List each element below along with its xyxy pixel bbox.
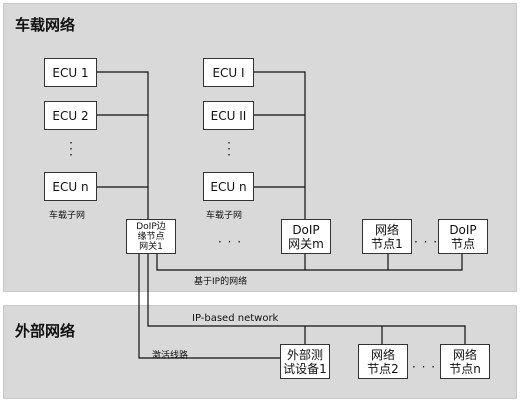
ecu-1-box: ECU 1 [44, 58, 97, 87]
link-ecu-I [254, 71, 306, 222]
vertical-ellipsis-left: ··· [69, 136, 73, 162]
subnet-label-right: 车载子网 [206, 211, 243, 221]
ecu-n-left-box: ECU n [44, 172, 97, 201]
external-test-device-1-box: 外部测 试设备1 [280, 344, 330, 379]
ip-based-network-label: IP-based network [192, 313, 279, 324]
doip-node-box: DoIP 节点 [438, 219, 488, 254]
network-node-2-box: 网络 节点2 [358, 344, 408, 379]
vehicle-network-panel [3, 3, 517, 292]
ip-network-bus [156, 254, 463, 271]
ellipsis-external: · · · [412, 360, 437, 374]
link-ecu-1 [97, 71, 149, 222]
network-node-n-box: 网络 节点n [440, 344, 490, 379]
external-network-panel [3, 305, 517, 399]
vehicle-network-title: 车载网络 [15, 16, 76, 34]
ecu-II-box: ECU II [203, 101, 254, 130]
ecu-n-right-box: ECU n [203, 172, 254, 201]
activation-line [138, 254, 285, 359]
ecu-I-box: ECU I [203, 58, 254, 87]
activation-line-label: 激活线路 [152, 351, 189, 361]
network-node-1-box: 网络 节点1 [362, 219, 412, 254]
doip-edge-node-gateway-box: DoIP边 缘节点 网关1 [126, 219, 176, 254]
vertical-ellipsis-right: ··· [227, 136, 231, 162]
ellipsis-vehicle-right: · · · [414, 235, 439, 249]
ellipsis-vehicle-left: · · · [218, 235, 243, 249]
ip-based-network-bus [147, 254, 466, 348]
external-network-title: 外部网络 [15, 322, 76, 340]
subnet-label-left: 车载子网 [49, 211, 86, 221]
doip-gateway-m-box: DoIP 网关m [281, 219, 331, 254]
ip-network-label: 基于IP的网络 [194, 277, 248, 287]
ecu-2-box: ECU 2 [44, 101, 97, 130]
